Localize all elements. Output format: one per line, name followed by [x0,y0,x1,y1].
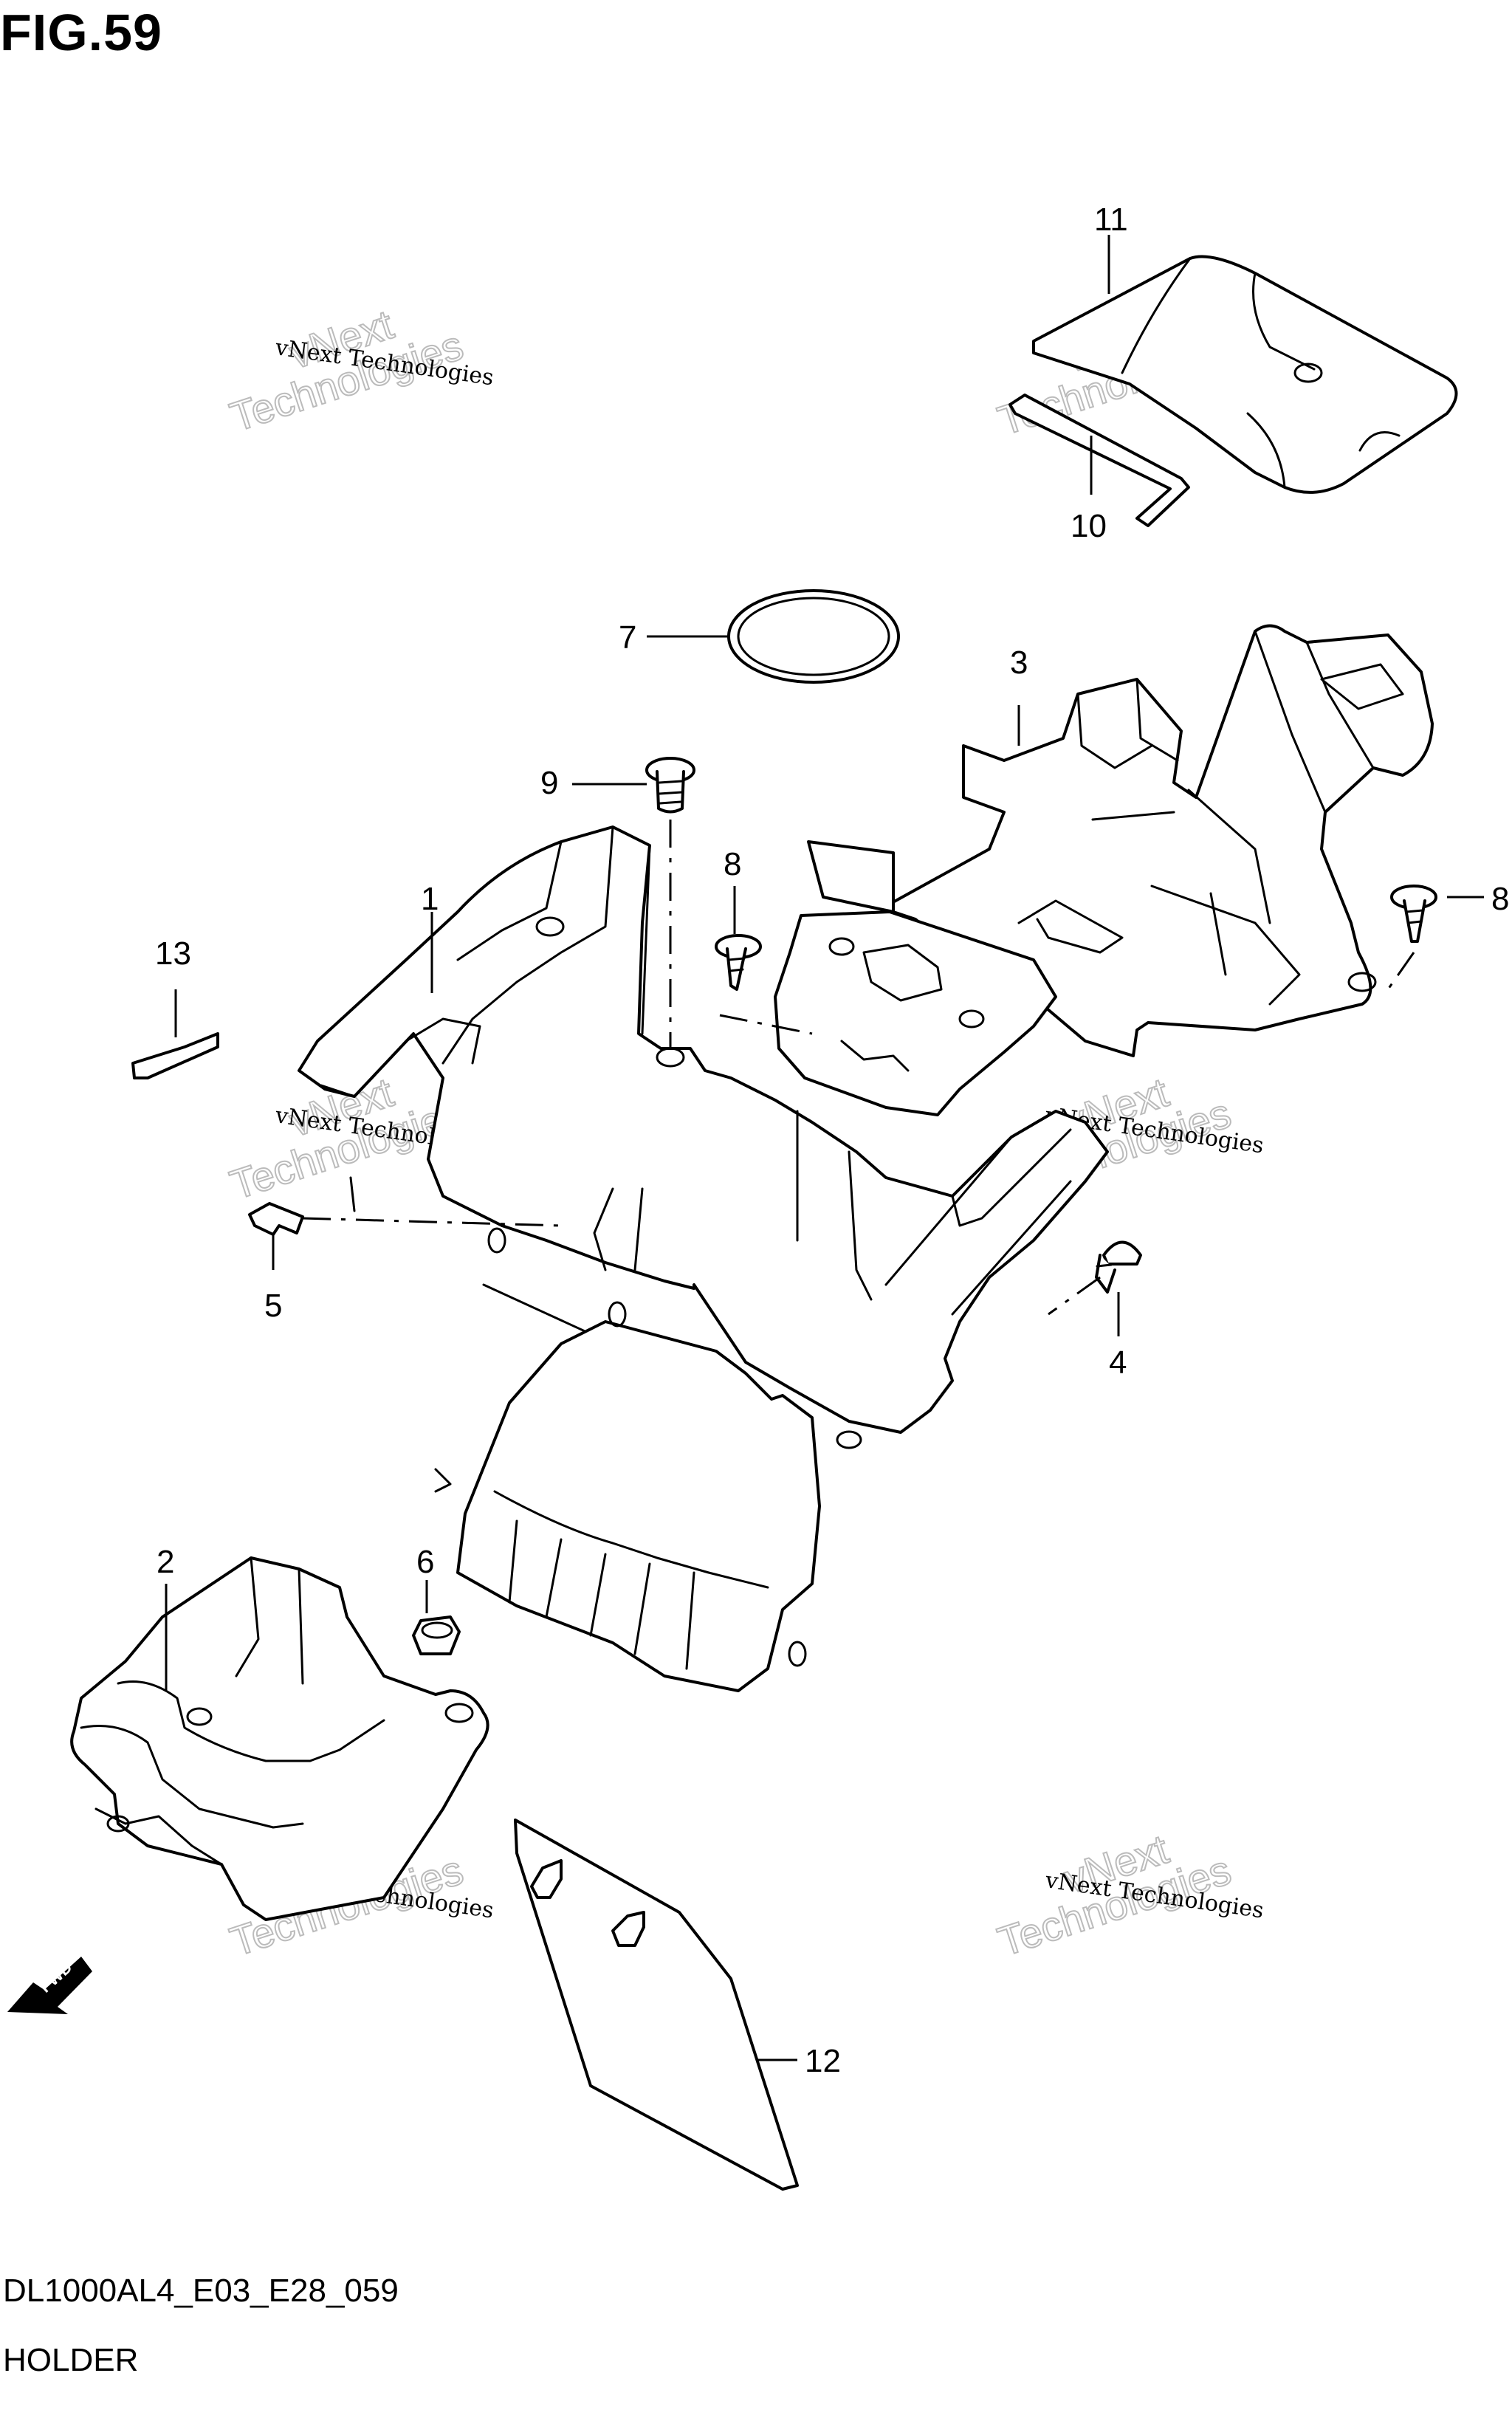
callout-6: 6 [416,1544,434,1580]
part-5-clip-nut [248,1202,304,1236]
watermark-bottom-right: Technologies vNext vNext Technologies [992,1824,1265,1965]
part-6-grommet [412,1615,461,1655]
callout-4: 4 [1109,1345,1127,1381]
callout-8-left: 8 [724,846,741,882]
leader-lines [165,235,1484,2061]
callouts: 11 10 7 3 9 8 8 1 13 5 4 6 2 12 [155,202,1509,2079]
part-11-cover [1032,255,1458,494]
callout-9: 9 [540,765,558,801]
callout-11: 11 [1094,202,1128,238]
callout-8-right: 8 [1491,881,1509,917]
callout-3: 3 [1010,645,1028,681]
part-8-screw-right [1390,885,1437,943]
diagram-code: DL1000AL4_E03_E28_059 [3,2273,399,2309]
part-4-screw [1095,1240,1142,1294]
callout-12: 12 [805,2043,841,2079]
part-3-lamp-plate [774,840,1057,1116]
part-12-flap [514,1819,799,2191]
callout-1: 1 [421,881,439,917]
part-13-pad [131,1032,219,1079]
callout-13: 13 [155,935,191,972]
part-7-o-ring [727,589,900,684]
callout-10: 10 [1071,508,1107,544]
part-9-bolt [645,757,695,814]
callout-7: 7 [619,619,636,656]
part-10-hex-wrench [1008,394,1190,527]
part-1-main-holder [298,825,1109,1692]
fwd-arrow-icon: FWD [7,1957,92,2014]
part-3-upper-bracket [881,624,1434,1057]
watermark-top-left: Technologies vNext vNext Technologies [224,300,495,441]
diagram-name: HOLDER [3,2342,139,2378]
callout-5: 5 [264,1288,282,1324]
part-8-screw-left [715,934,762,991]
callout-2: 2 [157,1544,174,1580]
figure-title: FIG.59 [0,4,162,61]
part-2-lower-cover [70,1556,489,1921]
